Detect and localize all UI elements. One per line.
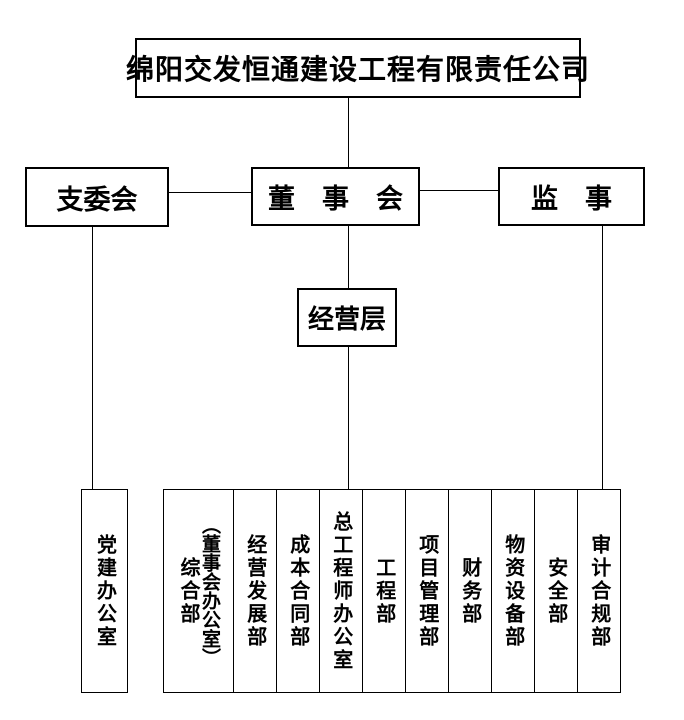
dept-chief-engineer-office-label: 总工程师办公室: [329, 510, 352, 672]
connector-board-to-supervisor: [420, 190, 498, 191]
supervisor-label: 监 事: [531, 184, 612, 214]
dept-project-management-box: 项目管理部: [404, 489, 449, 693]
connector-root-to-board: [348, 98, 349, 167]
dept-project-management-label: 项目管理部: [415, 533, 438, 649]
connector-management-to-departments: [348, 347, 349, 489]
department-group: 综合部 （董事会办公室） 经营发展部 成本合同部 总工程师办公室 工程部 项目管…: [163, 489, 621, 693]
company-title-box: 绵阳交发恒通建设工程有限责任公司: [126, 38, 589, 98]
branch-committee-box: 支委会: [25, 167, 169, 227]
branch-committee-label: 支委会: [56, 184, 138, 215]
dept-materials-equipment-label: 物资设备部: [501, 533, 524, 649]
connector-supervisor-to-audit: [602, 226, 603, 489]
dept-audit-compliance-box: 审计合规部: [576, 489, 621, 693]
connector-board-to-management: [348, 226, 349, 288]
dept-cost-contract-box: 成本合同部: [275, 489, 320, 693]
dept-safety-label: 安全部: [544, 556, 567, 626]
board-of-directors-label: 董 事 会: [268, 184, 403, 214]
connector-branch-to-board: [169, 192, 251, 193]
connector-branch-to-party-office: [92, 227, 93, 489]
dept-business-development-box: 经营发展部: [232, 489, 277, 693]
dept-business-development-label: 经营发展部: [243, 533, 266, 649]
party-office-label: 党建办公室: [93, 533, 116, 649]
dept-engineering-label: 工程部: [372, 556, 395, 626]
dept-chief-engineer-office-box: 总工程师办公室: [318, 489, 363, 693]
dept-materials-equipment-box: 物资设备部: [490, 489, 535, 693]
management-level-box: 经营层: [297, 288, 397, 347]
dept-finance-label: 财务部: [458, 556, 481, 626]
company-title-label: 绵阳交发恒通建设工程有限责任公司: [126, 55, 591, 86]
dept-safety-box: 安全部: [533, 489, 578, 693]
dept-audit-compliance-label: 审计合规部: [587, 533, 610, 649]
dept-general-office-box: 综合部 （董事会办公室）: [163, 489, 234, 693]
management-level-label: 经营层: [307, 305, 386, 334]
dept-finance-box: 财务部: [447, 489, 492, 693]
supervisor-box: 监 事: [498, 167, 645, 226]
party-office-box: 党建办公室: [81, 489, 128, 693]
dept-general-office-label: 综合部: [177, 556, 199, 626]
dept-general-office-sublabel: （董事会办公室）: [199, 515, 220, 667]
dept-engineering-box: 工程部: [361, 489, 406, 693]
dept-cost-contract-label: 成本合同部: [286, 533, 309, 649]
board-of-directors-box: 董 事 会: [251, 167, 420, 226]
